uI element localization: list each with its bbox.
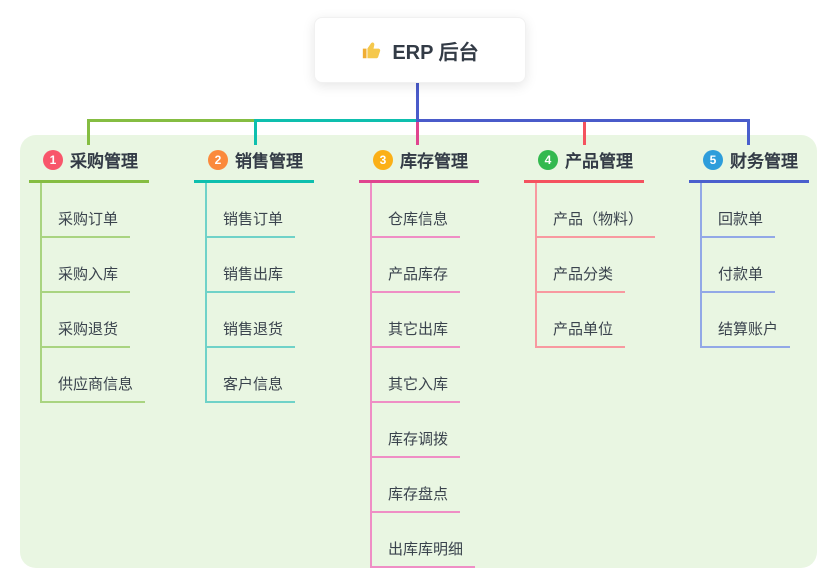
child-topic[interactable]: 库存盘点 — [372, 458, 461, 513]
bus-line-segment-green — [87, 119, 254, 122]
mindmap-background-panel — [20, 135, 817, 568]
branch2-connector-line — [254, 119, 257, 145]
branch-number-badge: 3 — [373, 149, 393, 170]
bus-line-segment-teal — [254, 119, 417, 122]
branch-4: 4 产品管理 产品（物料）产品分类产品单位 — [524, 147, 656, 348]
branch-number-badge: 1 — [43, 149, 63, 170]
child-topic[interactable]: 库存调拨 — [372, 403, 461, 458]
child-topic[interactable]: 产品单位 — [537, 293, 626, 348]
child-topic[interactable]: 采购入库 — [42, 238, 131, 293]
branch4-connector-line — [583, 122, 586, 145]
root-topic[interactable]: ERP 后台 — [314, 17, 526, 83]
child-topic[interactable]: 产品（物料） — [537, 183, 656, 238]
child-topic[interactable]: 销售退货 — [207, 293, 296, 348]
branch-children-list: 仓库信息产品库存其它出库其它入库库存调拨库存盘点出库库明细 — [370, 183, 476, 568]
branch-5: 5 财务管理 回款单付款单结算账户 — [689, 147, 809, 348]
branch-2: 2 销售管理 销售订单销售出库销售退货客户信息 — [194, 147, 314, 403]
root-connector-line — [416, 83, 419, 122]
branch-children-list: 回款单付款单结算账户 — [700, 183, 791, 348]
branch3-connector-line — [416, 122, 419, 145]
child-topic[interactable]: 结算账户 — [702, 293, 791, 348]
branch-children-list: 产品（物料）产品分类产品单位 — [535, 183, 656, 348]
branch-topic-label: 采购管理 — [70, 152, 138, 171]
bus-line-segment-indigo — [417, 119, 750, 122]
child-topic[interactable]: 仓库信息 — [372, 183, 461, 238]
child-topic[interactable]: 采购订单 — [42, 183, 131, 238]
child-topic[interactable]: 付款单 — [702, 238, 776, 293]
thumbs-up-icon — [361, 39, 383, 61]
child-topic[interactable]: 销售出库 — [207, 238, 296, 293]
branch-children-list: 销售订单销售出库销售退货客户信息 — [205, 183, 296, 403]
branch-number-badge: 5 — [703, 149, 723, 170]
branch5-connector-line — [747, 119, 750, 145]
branch-topic[interactable]: 1 采购管理 — [29, 147, 149, 183]
branch-topic-label: 库存管理 — [400, 152, 468, 171]
child-topic[interactable]: 客户信息 — [207, 348, 296, 403]
branch-topic[interactable]: 4 产品管理 — [524, 147, 644, 183]
branch-children-list: 采购订单采购入库采购退货供应商信息 — [40, 183, 146, 403]
child-topic[interactable]: 销售订单 — [207, 183, 296, 238]
child-topic[interactable]: 回款单 — [702, 183, 776, 238]
child-topic[interactable]: 出库库明细 — [372, 513, 476, 568]
branch-topic[interactable]: 2 销售管理 — [194, 147, 314, 183]
branch-topic[interactable]: 3 库存管理 — [359, 147, 479, 183]
child-topic[interactable]: 供应商信息 — [42, 348, 146, 403]
root-topic-label: ERP 后台 — [392, 41, 479, 64]
branch-topic-label: 产品管理 — [565, 152, 633, 171]
branch-topic-label: 销售管理 — [235, 152, 303, 171]
child-topic[interactable]: 其它出库 — [372, 293, 461, 348]
branch1-connector-line — [87, 119, 90, 145]
branch-number-badge: 4 — [538, 149, 558, 170]
branch-number-badge: 2 — [208, 149, 228, 170]
child-topic[interactable]: 其它入库 — [372, 348, 461, 403]
branch-topic-label: 财务管理 — [730, 152, 798, 171]
branch-topic[interactable]: 5 财务管理 — [689, 147, 809, 183]
child-topic[interactable]: 采购退货 — [42, 293, 131, 348]
branch-1: 1 采购管理 采购订单采购入库采购退货供应商信息 — [29, 147, 149, 403]
branch-3: 3 库存管理 仓库信息产品库存其它出库其它入库库存调拨库存盘点出库库明细 — [359, 147, 479, 568]
child-topic[interactable]: 产品库存 — [372, 238, 461, 293]
child-topic[interactable]: 产品分类 — [537, 238, 626, 293]
